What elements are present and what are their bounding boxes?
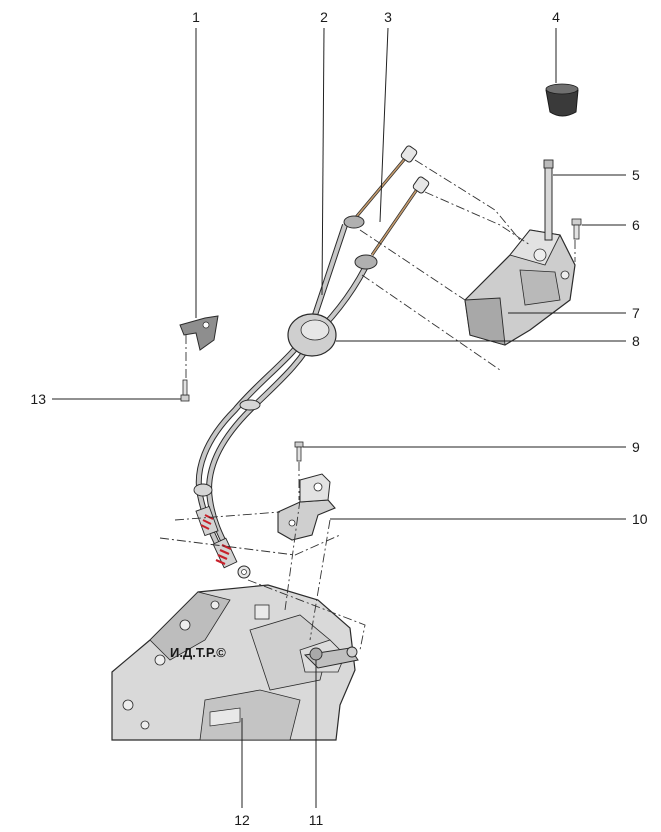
callout-2: 2 [320, 9, 328, 25]
callout-12: 12 [234, 812, 250, 828]
leader-lines [52, 27, 626, 808]
callout-6: 6 [632, 217, 640, 233]
transmission-housing [111, 584, 356, 741]
bolt-13 [180, 379, 190, 402]
callout-4: 4 [552, 9, 560, 25]
callout-3: 3 [384, 9, 392, 25]
bracket-1 [179, 315, 219, 351]
copyright-watermark: И.Д.Т.Р.© [170, 645, 226, 660]
callout-8: 8 [632, 333, 640, 349]
bolt-6 [571, 218, 582, 240]
cable-ends-transmission [195, 505, 251, 579]
callout-11: 11 [309, 812, 324, 828]
bolt-9 [294, 441, 304, 462]
assembly-lines [159, 159, 576, 651]
callout-labels: 1 2 3 4 5 6 7 8 9 10 11 12 13 [30, 9, 647, 828]
callout-10: 10 [632, 511, 648, 527]
gear-knob [545, 83, 579, 117]
callout-5: 5 [632, 167, 640, 183]
callout-9: 9 [632, 439, 640, 455]
callout-1: 1 [192, 9, 200, 25]
callout-13: 13 [30, 391, 46, 407]
gear-lever [543, 159, 554, 241]
shift-cables [193, 145, 430, 562]
cable-bracket [277, 473, 336, 541]
transmission-selector-lever [303, 646, 359, 669]
callout-7: 7 [632, 305, 640, 321]
cable-grommet [287, 313, 337, 357]
gearshift-housing [464, 229, 576, 346]
